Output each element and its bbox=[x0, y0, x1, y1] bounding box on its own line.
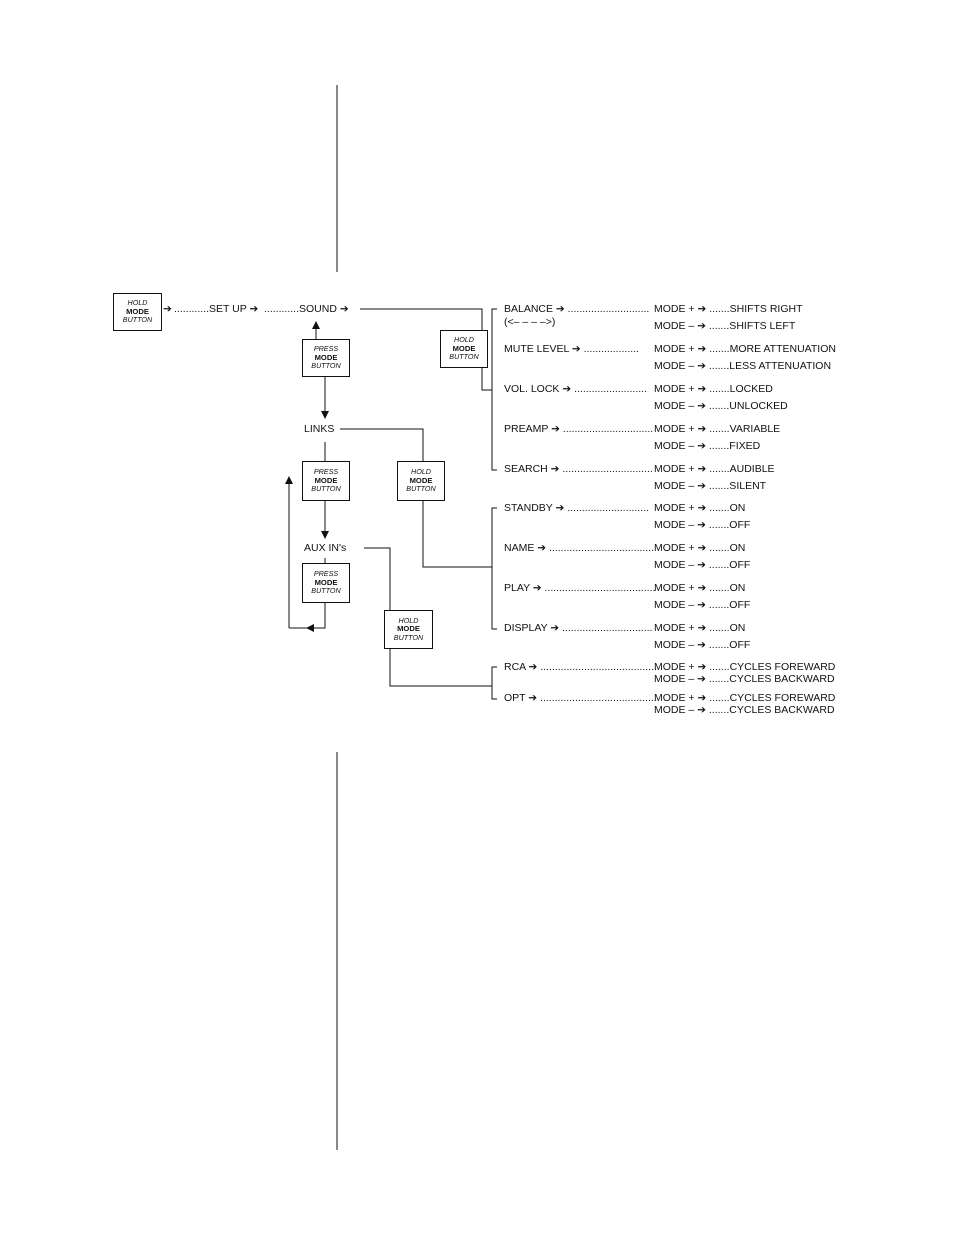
mode-plus-result: MODE + ➔ .......SHIFTS RIGHT bbox=[654, 303, 803, 315]
button-text: MODE bbox=[314, 352, 338, 362]
hold-mode-button-start: HOLD MODE BUTTON bbox=[113, 293, 162, 331]
button-text: BUTTON bbox=[311, 361, 341, 371]
button-text: BUTTON bbox=[311, 484, 341, 494]
menu-item-label: BALANCE ➔ ............................ bbox=[504, 303, 650, 315]
links-bracket bbox=[491, 507, 497, 630]
button-text: PRESS bbox=[313, 344, 339, 354]
aux-label: AUX IN's bbox=[304, 542, 347, 554]
button-text: BUTTON bbox=[311, 586, 341, 596]
mode-plus-result: MODE + ➔ .......ON bbox=[654, 502, 746, 514]
button-text: BUTTON bbox=[406, 484, 436, 494]
press-mode-button-1: PRESS MODE BUTTON bbox=[302, 339, 350, 377]
button-text: MODE bbox=[397, 624, 420, 634]
mode-minus-result: MODE – ➔ .......SHIFTS LEFT bbox=[654, 320, 796, 332]
menu-item-label: OPT ➔ ..................................… bbox=[504, 692, 657, 704]
menu-item-label: PLAY ➔ .................................… bbox=[504, 582, 656, 594]
mode-plus-result: MODE + ➔ .......MORE ATTENUATION bbox=[654, 343, 836, 355]
button-text: MODE bbox=[452, 343, 476, 353]
hold-mode-button-sound: HOLD MODE BUTTON bbox=[440, 330, 488, 368]
mode-plus-result: MODE + ➔ .......AUDIBLE bbox=[654, 463, 775, 475]
button-text: BUTTON bbox=[449, 352, 479, 362]
menu-item-label: RCA ➔ ..................................… bbox=[504, 661, 657, 673]
press-mode-button-2: PRESS MODE BUTTON bbox=[302, 461, 350, 501]
button-text: MODE bbox=[314, 577, 338, 587]
aux-connector-lower bbox=[389, 649, 492, 687]
mode-plus-result: MODE + ➔ .......CYCLES FOREWARD bbox=[654, 661, 836, 673]
menu-item-label: VOL. LOCK ➔ ......................... bbox=[504, 383, 648, 395]
mode-plus-result: MODE + ➔ .......ON bbox=[654, 542, 746, 554]
setup-label: ............SET UP ➔ bbox=[174, 303, 259, 315]
mode-minus-result: MODE – ➔ .......UNLOCKED bbox=[654, 400, 788, 412]
mode-plus-result: MODE + ➔ .......VARIABLE bbox=[654, 423, 781, 435]
mode-plus-result: MODE + ➔ .......ON bbox=[654, 622, 746, 634]
mode-minus-result: MODE – ➔ .......CYCLES BACKWARD bbox=[654, 704, 835, 716]
lead-arrow: ➔ bbox=[163, 303, 172, 315]
mode-minus-result: MODE – ➔ .......OFF bbox=[654, 639, 751, 651]
menu-item-label: DISPLAY ➔ ..............................… bbox=[504, 622, 653, 634]
return-line bbox=[308, 603, 326, 629]
links-connector-lower bbox=[422, 501, 492, 568]
mode-minus-result: MODE – ➔ .......FIXED bbox=[654, 440, 761, 452]
hold-mode-button-links: HOLD MODE BUTTON bbox=[397, 461, 445, 501]
balance-note: (<– – – –>) bbox=[504, 316, 556, 328]
mode-minus-result: MODE – ➔ .......LESS ATTENUATION bbox=[654, 360, 832, 372]
mode-minus-result: MODE – ➔ .......OFF bbox=[654, 559, 751, 571]
aux-connector bbox=[364, 547, 391, 610]
button-text: BUTTON bbox=[122, 315, 153, 325]
button-text: MODE bbox=[126, 306, 149, 316]
menu-item-label: PREAMP ➔ ............................... bbox=[504, 423, 654, 435]
button-text: PRESS bbox=[313, 467, 339, 477]
mode-plus-result: MODE + ➔ .......ON bbox=[654, 582, 746, 594]
menu-item-label: NAME ➔ .................................… bbox=[504, 542, 654, 554]
button-text: HOLD bbox=[454, 335, 474, 345]
mode-plus-result: MODE + ➔ .......CYCLES FOREWARD bbox=[654, 692, 836, 704]
button-text: HOLD bbox=[411, 467, 431, 477]
menu-item-label: SEARCH ➔ ............................... bbox=[504, 463, 653, 475]
aux-bracket bbox=[491, 666, 497, 700]
sound-label: ............SOUND ➔ bbox=[264, 303, 349, 315]
button-text: PRESS bbox=[313, 569, 339, 579]
mode-minus-result: MODE – ➔ .......CYCLES BACKWARD bbox=[654, 673, 835, 685]
mode-minus-result: MODE – ➔ .......SILENT bbox=[654, 480, 767, 492]
menu-item-label: MUTE LEVEL ➔ ................... bbox=[504, 343, 640, 355]
button-text: MODE bbox=[314, 475, 338, 485]
button-text: MODE bbox=[409, 475, 433, 485]
mode-minus-result: MODE – ➔ .......OFF bbox=[654, 519, 751, 531]
mode-minus-result: MODE – ➔ .......OFF bbox=[654, 599, 751, 611]
links-connector bbox=[340, 428, 424, 461]
sound-bracket bbox=[491, 308, 497, 471]
button-text: HOLD bbox=[127, 298, 148, 308]
button-text: HOLD bbox=[398, 615, 419, 625]
press-mode-button-3: PRESS MODE BUTTON bbox=[302, 563, 350, 603]
hold-mode-button-aux: HOLD MODE BUTTON bbox=[384, 610, 433, 649]
mode-plus-result: MODE + ➔ .......LOCKED bbox=[654, 383, 773, 395]
button-text: BUTTON bbox=[393, 632, 424, 642]
links-label: LINKS bbox=[304, 423, 335, 435]
menu-item-label: STANDBY ➔ ............................ bbox=[504, 502, 649, 514]
